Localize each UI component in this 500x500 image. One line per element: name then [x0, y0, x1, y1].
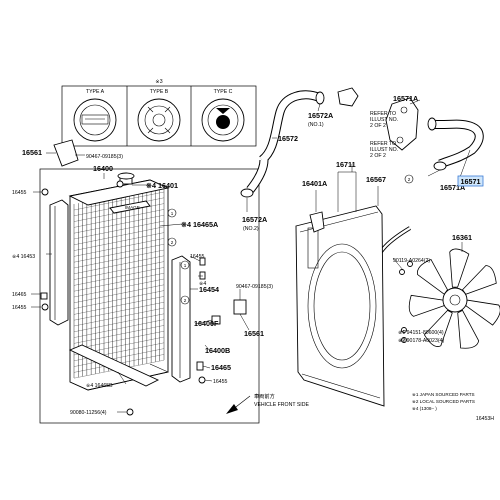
label-16571[interactable]: 16571	[461, 177, 481, 186]
label-16454: 16454	[199, 285, 219, 294]
refer-note-2-line2: ILLUST NO.	[370, 147, 398, 153]
vehicle-front-arrow	[226, 395, 251, 414]
cap-type-a-icon	[73, 98, 117, 142]
label-16465a: ※4 16465A	[181, 220, 218, 229]
refer-note-1-line3: 2 OF 2	[370, 123, 386, 129]
mark-1-b: 1	[184, 263, 187, 268]
core-marking: IMAGE	[125, 205, 140, 210]
cap-type-c-label: TYPE C	[214, 89, 233, 95]
label-90178: ※2 90178-A0023(4)	[398, 338, 444, 344]
label-16572a-no1: 16572A	[308, 111, 333, 120]
label-16572a-no2-sub: (NO.2)	[243, 226, 259, 232]
label-16401-left: ※4 16401	[146, 181, 178, 190]
label-16572: 16572	[278, 134, 298, 143]
cap-types-ref: ※3	[155, 79, 162, 85]
mark-1-a: 1	[171, 211, 174, 216]
label-16455-c: 16455	[190, 254, 205, 260]
label-90467-mid: 90467-09185(3)	[236, 284, 273, 290]
clamp-16572a-no1	[315, 91, 325, 105]
label-16571a-top: 16571A	[393, 94, 418, 103]
refer-note-1-line1: REFER TO	[370, 111, 396, 117]
fan-shroud-16711	[295, 205, 385, 407]
label-16455-b: 16455	[12, 305, 27, 311]
cap-type-b-label: TYPE B	[150, 89, 169, 95]
vehicle-front-en: VEHICLE FRONT SIDE	[254, 402, 309, 408]
label-16572a-no1-sub: (NO.1)	[308, 122, 324, 128]
vehicle-front-jp: 車両前方	[254, 392, 275, 400]
label-16453: ※4 16453	[12, 254, 35, 260]
label-90119: 90119-A0264(2)	[393, 258, 430, 264]
label-90080: 90080-11256(4)	[70, 410, 107, 416]
legend: ※1 JAPAN SOURCED PARTS ※2 LOCAL SOURCED …	[412, 392, 475, 411]
radiator-core-fins	[73, 186, 165, 379]
side-tank-left	[49, 199, 69, 326]
label-16561-top: 16561	[22, 148, 42, 157]
clamp-16571a-top	[427, 117, 437, 131]
legend-local: ※2 LOCAL SOURCED PARTS	[412, 399, 475, 404]
fan-16361	[408, 248, 500, 349]
label-16571a-bottom: 16571A	[440, 183, 465, 192]
label-16711: 16711	[336, 160, 356, 169]
leader-lines	[31, 99, 471, 413]
circled-marks: 1 2 1 2 2	[167, 174, 414, 305]
mark-2-b: 2	[184, 298, 187, 303]
lower-baffle-16465b	[68, 344, 160, 387]
part-labels: 16561 90467-09185(3) 16455 16400 ※4 1640…	[12, 94, 472, 416]
label-16400f: 16400F	[194, 319, 219, 328]
label-94151: ※1 94151-80600(4)	[398, 330, 444, 336]
label-16454-mark: ※4	[199, 281, 206, 287]
bracket-16401a	[309, 211, 325, 233]
bracket-16561-mid	[233, 299, 247, 315]
label-16400b: 16400B	[205, 346, 230, 355]
bracket-16561-top	[53, 139, 79, 167]
legend-4: ※4 (1308– )	[412, 406, 437, 411]
label-16465b: ※4 16465B	[86, 383, 113, 389]
label-16561-mid: 16561	[244, 329, 264, 338]
label-16572a-no2: 16572A	[242, 215, 267, 224]
label-16455-a: 16455	[12, 190, 27, 196]
label-16465-left: 16465	[12, 292, 27, 298]
thermostat-housing	[337, 87, 359, 107]
label-16465-mid: 16465	[211, 363, 231, 372]
clamp-16571a-bottom	[433, 161, 447, 171]
refer-note-1-line2: ILLUST NO.	[370, 117, 398, 123]
refer-note-2-line3: 2 OF 2	[370, 153, 386, 159]
mark-2-c: 2	[408, 177, 411, 182]
side-tank-right	[171, 255, 191, 383]
fasteners	[40, 180, 247, 416]
highlight-16571[interactable]: 16571	[457, 175, 484, 187]
label-16567: 16567	[366, 175, 386, 184]
cap-type-a-label: TYPE A	[86, 89, 105, 95]
diagram-id: 16453H	[476, 416, 494, 422]
radiator-assembly: IMAGE	[49, 172, 191, 391]
cap-type-c-icon	[201, 98, 245, 142]
fan-bolts	[399, 261, 413, 343]
radiator-cap-icon	[117, 172, 135, 180]
cap-types-panel: ※3 TYPE A TYPE B TYPE C	[61, 79, 257, 147]
water-outlet	[385, 97, 419, 151]
clamp-16572a-no2	[240, 188, 254, 198]
legend-japan: ※1 JAPAN SOURCED PARTS	[412, 392, 475, 397]
label-16400: 16400	[93, 164, 113, 173]
cap-type-b-icon	[137, 98, 181, 142]
radiator-group-frame	[39, 168, 260, 424]
label-90467-top: 90467-09185(3)	[86, 154, 123, 160]
label-16361: 16361	[452, 233, 472, 242]
label-16401a: 16401A	[302, 179, 327, 188]
mark-2-a: 2	[171, 240, 174, 245]
refer-note-2-line1: REFER TO	[370, 141, 396, 147]
label-16455-d: 16455	[213, 379, 228, 385]
